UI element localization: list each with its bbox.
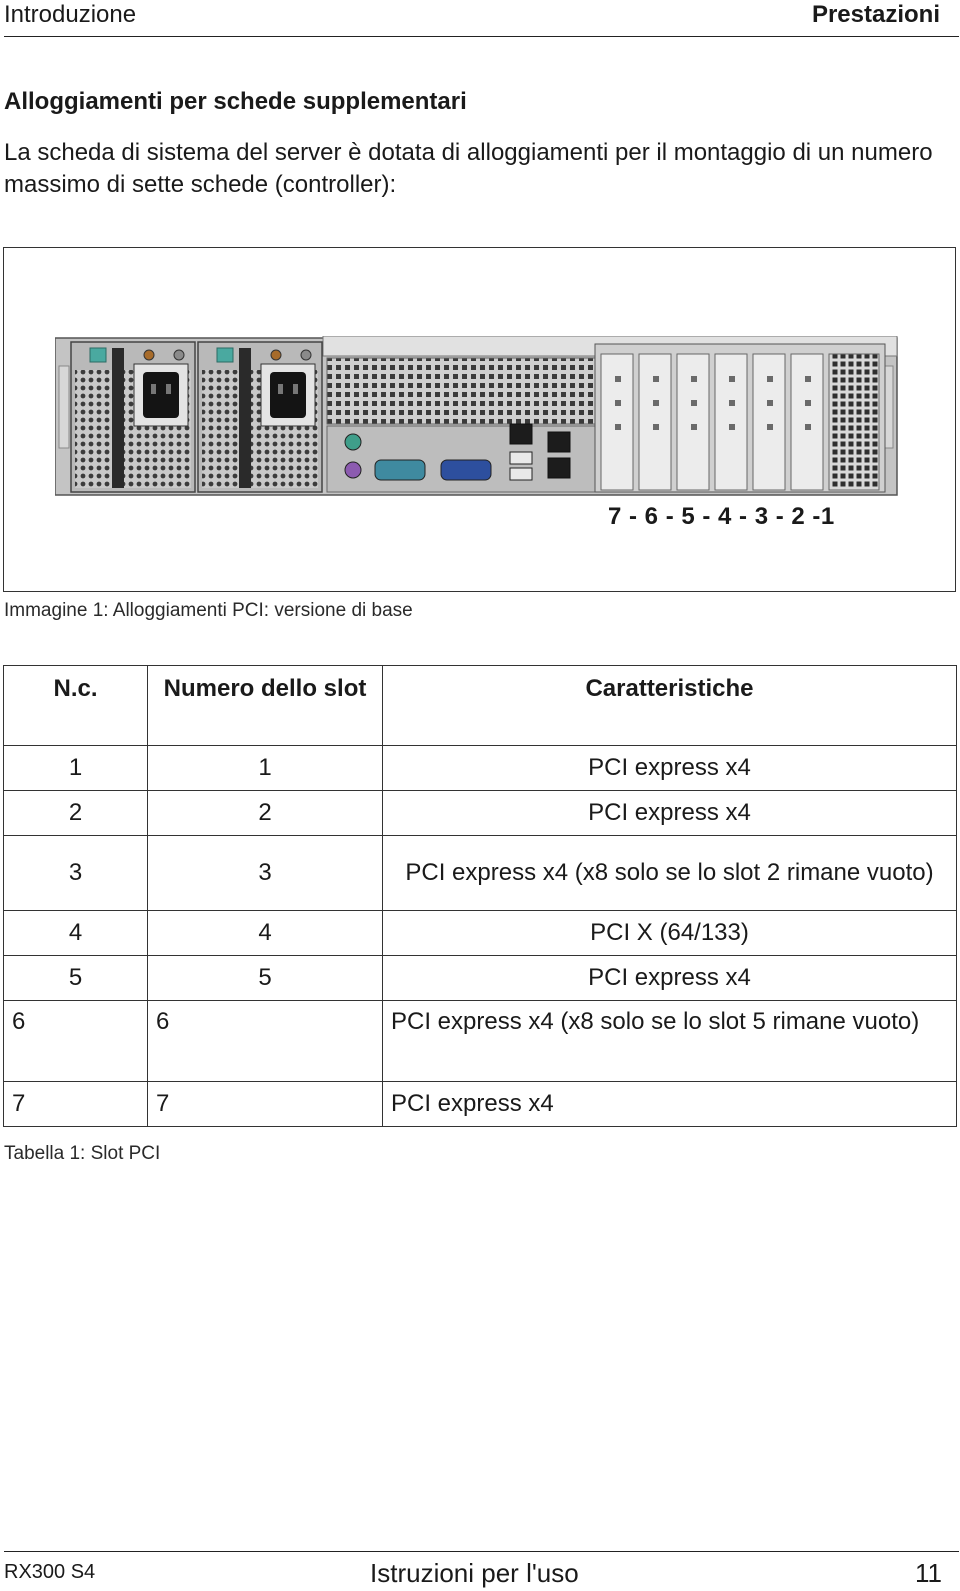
table-row: 6 6 PCI express x4 (x8 solo se lo slot 5…	[3, 1000, 957, 1082]
header-rule	[4, 36, 959, 37]
cell-features: PCI express x4	[382, 745, 957, 791]
cell-slot: 2	[147, 790, 383, 836]
cell-slot: 7	[147, 1081, 383, 1127]
footer-rule	[4, 1551, 959, 1552]
cell-features: PCI express x4 (x8 solo se lo slot 5 rim…	[382, 1000, 957, 1082]
cell-nc: 2	[3, 790, 148, 836]
cell-nc: 4	[3, 910, 148, 956]
table-row: 5 5 PCI express x4	[3, 955, 957, 1001]
page-number: 11	[915, 1558, 942, 1588]
slot-number-labels: 7 - 6 - 5 - 4 - 3 - 2 -1	[608, 503, 835, 530]
table-row: 4 4 PCI X (64/133)	[3, 910, 957, 956]
cell-features: PCI express x4 (x8 solo se lo slot 2 rim…	[382, 835, 957, 911]
figure-frame	[3, 247, 956, 592]
cell-features: PCI X (64/133)	[382, 910, 957, 956]
col-header-slot: Numero dello slot	[147, 665, 383, 746]
server-rear-panel-image	[55, 336, 898, 496]
table-row: 7 7 PCI express x4	[3, 1081, 957, 1127]
intro-paragraph: La scheda di sistema del server è dotata…	[4, 139, 933, 198]
table-caption: Tabella 1: Slot PCI	[4, 1143, 161, 1164]
power-supply-1	[70, 341, 196, 493]
footer-model: RX300 S4	[4, 1561, 96, 1583]
cell-slot: 4	[147, 910, 383, 956]
header-chapter: Introduzione	[4, 1, 137, 28]
col-header-features: Caratteristiche	[382, 665, 957, 746]
cell-slot: 5	[147, 955, 383, 1001]
cell-nc: 6	[3, 1000, 148, 1082]
table-row: 1 1 PCI express x4	[3, 745, 957, 791]
table-row: 3 3 PCI express x4 (x8 solo se lo slot 2…	[3, 835, 957, 911]
section-title: Alloggiamenti per schede supplementari	[4, 88, 467, 115]
header-section: Prestazioni	[811, 1, 940, 28]
power-supply-2	[197, 341, 323, 493]
pci-slot-table: N.c. Numero dello slot Caratteristiche 1…	[3, 665, 957, 1127]
cell-nc: 5	[3, 955, 148, 1001]
cell-features: PCI express x4	[382, 790, 957, 836]
cell-slot: 6	[147, 1000, 383, 1082]
col-header-nc: N.c.	[3, 665, 148, 746]
cell-nc: 7	[3, 1081, 148, 1127]
cell-features: PCI express x4	[382, 955, 957, 1001]
footer-document-title: Istruzioni per l'uso	[370, 1558, 579, 1588]
table-row: 2 2 PCI express x4	[3, 790, 957, 836]
cell-features: PCI express x4	[382, 1081, 957, 1127]
figure-caption: Immagine 1: Alloggiamenti PCI: versione …	[4, 600, 413, 621]
cell-nc: 3	[3, 835, 148, 911]
cell-nc: 1	[3, 745, 148, 791]
cell-slot: 1	[147, 745, 383, 791]
cell-slot: 3	[147, 835, 383, 911]
table-header-row: N.c. Numero dello slot Caratteristiche	[3, 665, 957, 746]
